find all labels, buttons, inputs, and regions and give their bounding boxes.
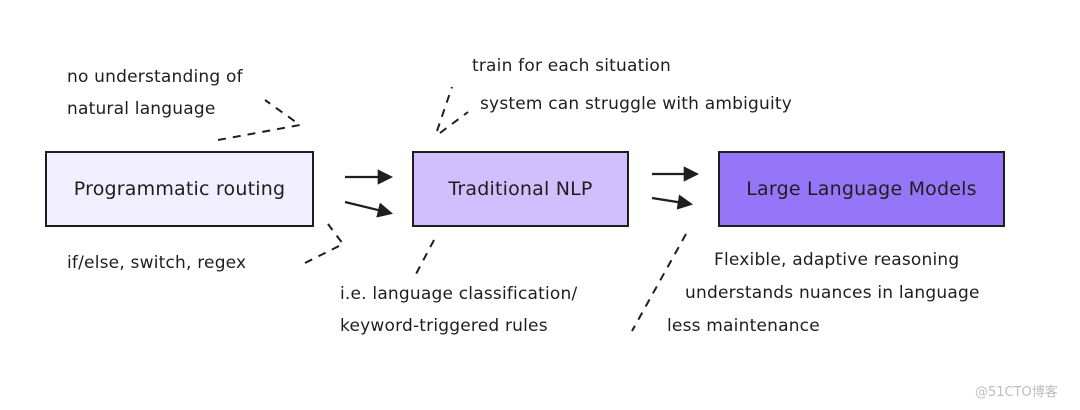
pointer-traditional-bottom (415, 239, 435, 275)
note-less-maintenance: less maintenance (667, 310, 820, 342)
arrow-nlp-to-llm-2 (651, 194, 694, 210)
note-line: i.e. language classification/ (340, 284, 578, 304)
note-flexible-reasoning: Flexible, adaptive reasoning (714, 244, 959, 276)
note-line: understands nuances in language (685, 283, 980, 303)
pointer-programmatic-bottom (304, 223, 345, 264)
note-language-classification: i.e. language classification/ keyword-tr… (340, 278, 577, 342)
pointer-traditional-top-1 (436, 86, 453, 132)
note-line: keyword-triggered rules (340, 316, 548, 336)
note-struggle-ambiguity: system can struggle with ambiguity (480, 88, 792, 120)
arrow-programmatic-to-nlp-2 (344, 200, 393, 218)
large-language-models-box: Large Language Models (718, 151, 1005, 227)
note-train-each-situation: train for each situation (472, 50, 671, 82)
note-understands-nuances: understands nuances in language (685, 277, 980, 309)
pointer-programmatic-top (217, 99, 303, 141)
note-line: if/else, switch, regex (67, 253, 247, 273)
watermark: @51CTO博客 (975, 385, 1058, 400)
programmatic-routing-box: Programmatic routing (45, 151, 314, 227)
note-no-understanding: no understanding of natural language (67, 61, 243, 125)
note-line: system can struggle with ambiguity (480, 94, 793, 114)
note-line: less maintenance (667, 316, 820, 336)
pointer-llm-bottom (631, 233, 687, 332)
pointer-traditional-top-2 (439, 111, 469, 134)
note-if-else: if/else, switch, regex (67, 247, 246, 279)
note-line: Flexible, adaptive reasoning (714, 250, 960, 270)
note-line: train for each situation (472, 56, 671, 76)
traditional-nlp-box: Traditional NLP (412, 151, 629, 227)
note-line: natural language (67, 99, 216, 119)
note-line: no understanding of (67, 67, 243, 87)
